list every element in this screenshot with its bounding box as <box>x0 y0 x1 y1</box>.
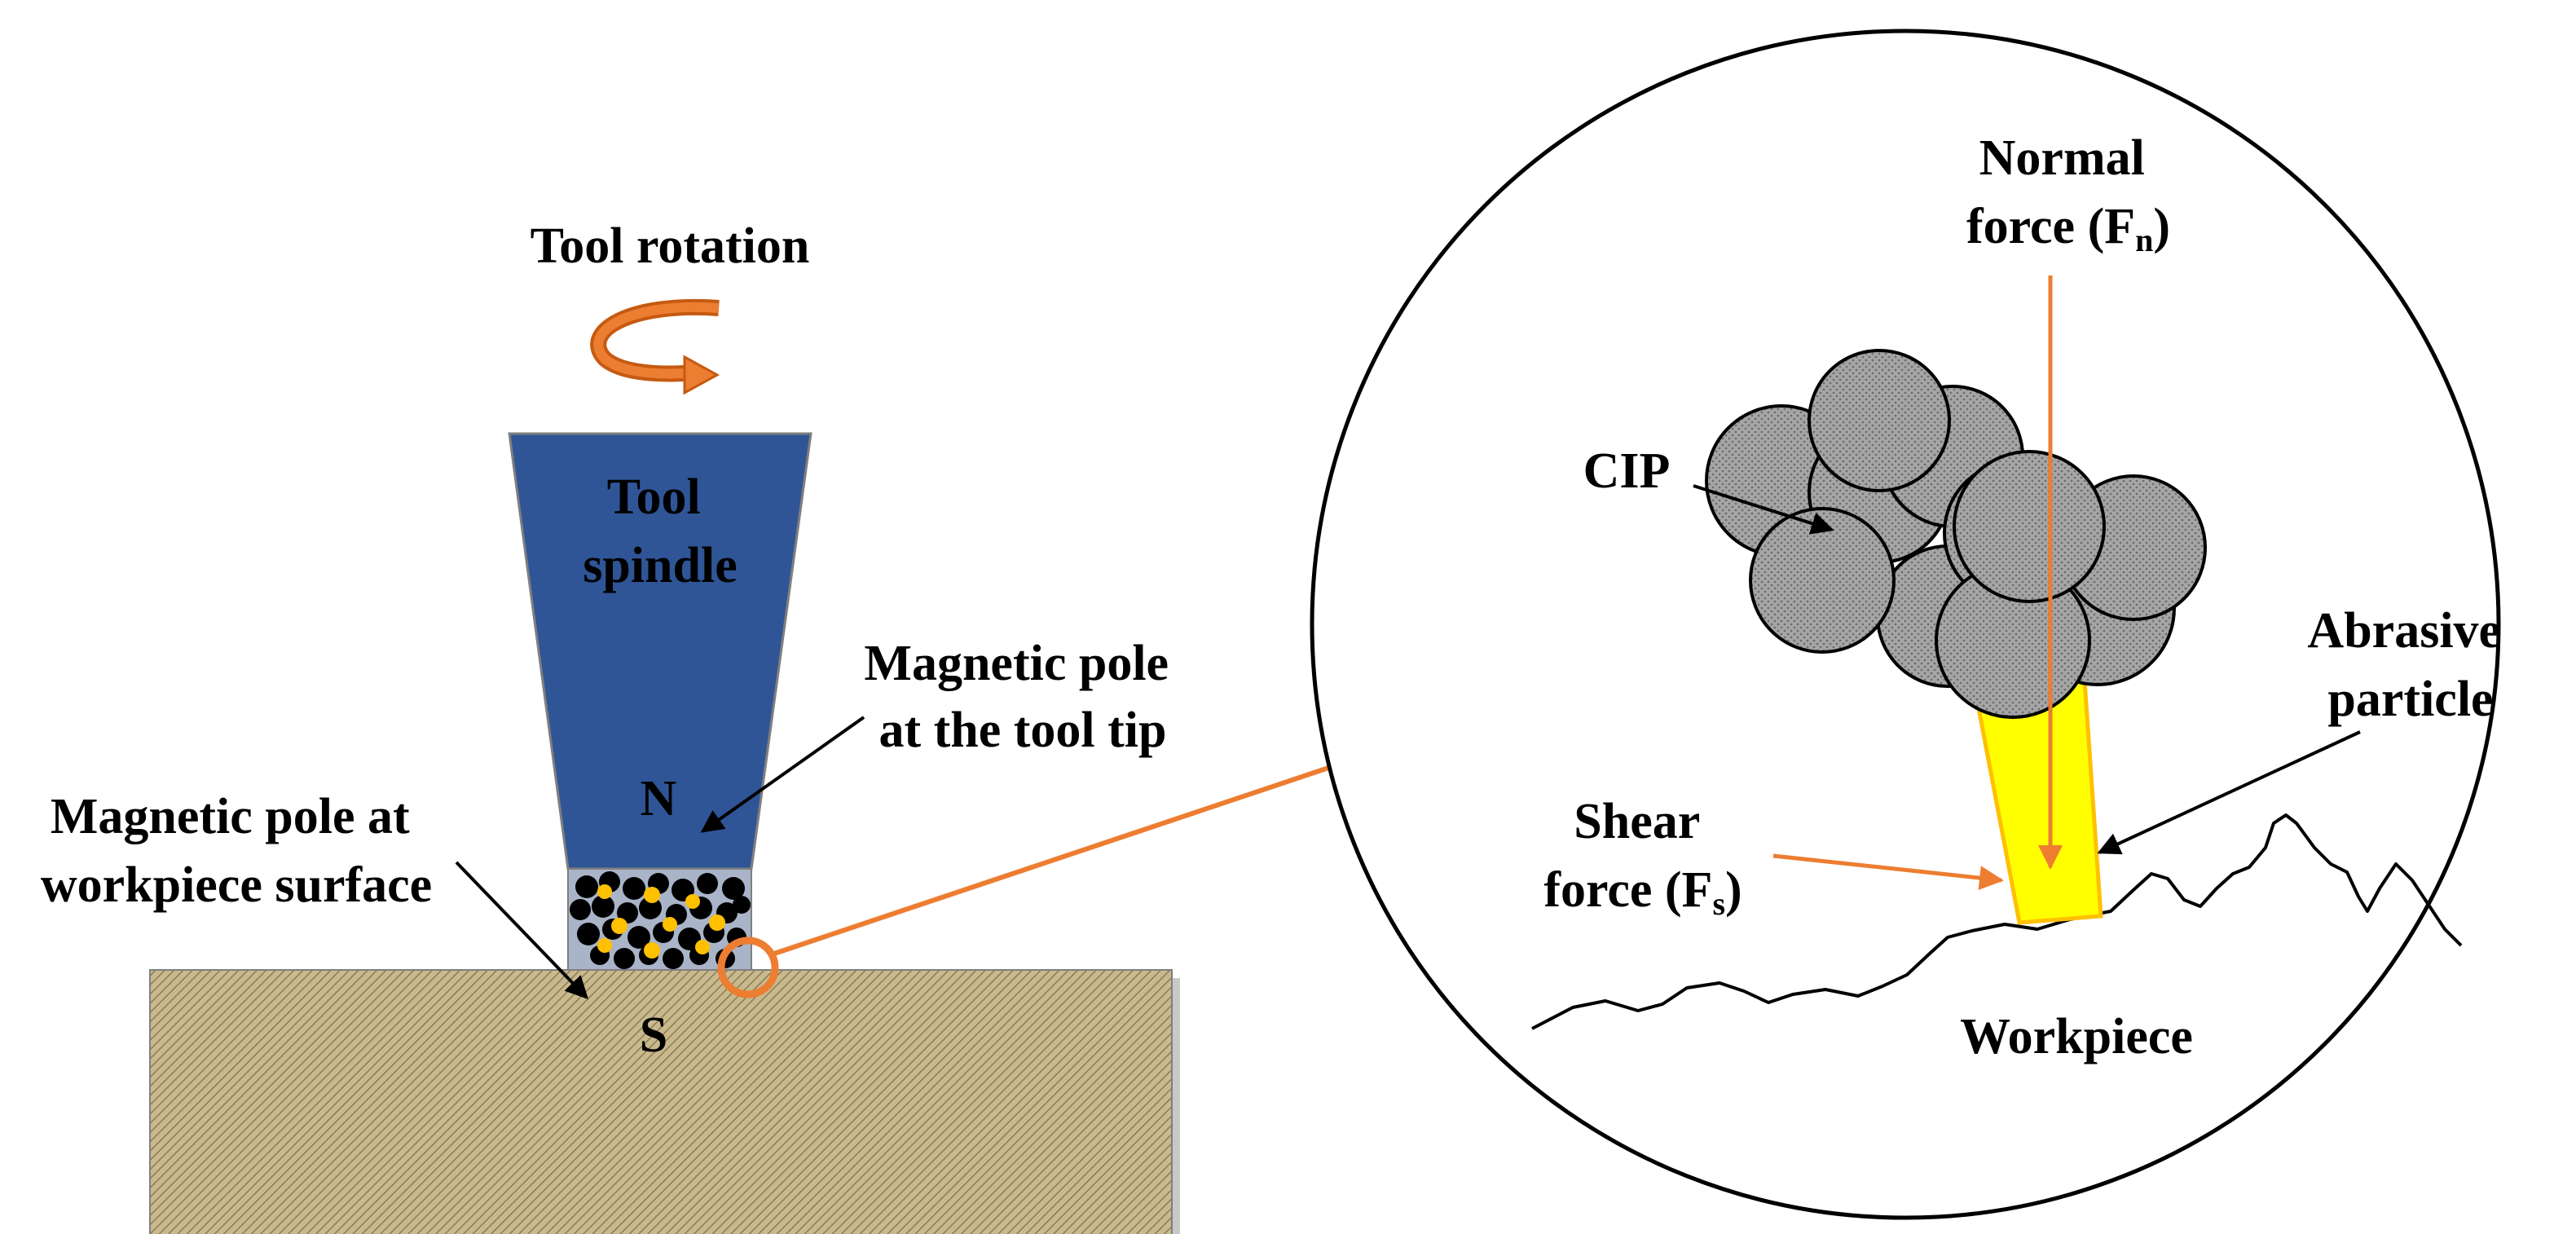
workpiece-rough-surface <box>1531 813 2463 1030</box>
tool-tip-label-line-2: at the tool tip <box>878 703 1166 758</box>
abrasive-label-line-2: particle <box>2327 672 2493 727</box>
abrasive-pointer-arrow <box>2097 730 2361 855</box>
shear-force-subscript: s <box>1712 885 1725 922</box>
pole-s-label: S <box>640 1007 667 1063</box>
tool-rotation-arrow <box>590 299 720 395</box>
shear-force-label: Shear force (Fs) <box>1543 794 1742 922</box>
left-panel: Tool rotation Tool spindle N Magnetic po… <box>41 218 1181 1234</box>
tool-spindle-label: Tool spindle <box>583 469 738 593</box>
abrasive-particle-dots <box>597 884 725 959</box>
tool-tip-pole-arrow <box>700 716 865 833</box>
workpiece-label: Workpiece <box>1960 1009 2193 1064</box>
pole-n-label: N <box>641 771 677 826</box>
workpiece-pole-label-line-2: workpiece surface <box>41 857 432 913</box>
tool-spindle-line-1: Tool <box>607 469 701 525</box>
zoom-detail-panel: Normal force (Fn) CIP Abrasive particle … <box>1310 29 2513 1220</box>
tool-spindle-line-2: spindle <box>583 538 738 593</box>
workpiece-block <box>149 969 1173 1234</box>
tool-rotation-label: Tool rotation <box>531 218 810 274</box>
normal-force-line-2: force (Fn) <box>1966 199 2170 258</box>
workpiece-pole-arrow <box>455 861 588 1000</box>
magnetic-pole-tool-tip-label: Magnetic pole at the tool tip <box>864 636 1181 758</box>
shear-force-line-2: force (Fs) <box>1543 862 1742 922</box>
contact-zone-marker <box>717 937 779 998</box>
abrasive-label-line-1: Abrasive <box>2307 603 2501 659</box>
magnetic-pole-workpiece-label: Magnetic pole at workpiece surface <box>41 789 432 913</box>
shear-force-arrow <box>1772 853 2004 891</box>
normal-force-label: Normal force (Fn) <box>1966 130 2170 258</box>
normal-force-line-1: Normal <box>1979 130 2145 186</box>
abrasive-particle-label: Abrasive particle <box>2307 603 2513 727</box>
tool-tip-label-line-1: Magnetic pole <box>864 636 1169 691</box>
workpiece-pole-label-line-1: Magnetic pole at <box>51 789 410 844</box>
zoom-connector-arrow <box>773 751 1366 956</box>
cip-pointer-arrow <box>1693 484 1834 535</box>
normal-force-subscript: n <box>2135 222 2153 258</box>
shear-force-line-1: Shear <box>1574 794 1699 849</box>
cip-cluster <box>1705 349 2207 719</box>
cip-label: CIP <box>1583 443 1671 499</box>
